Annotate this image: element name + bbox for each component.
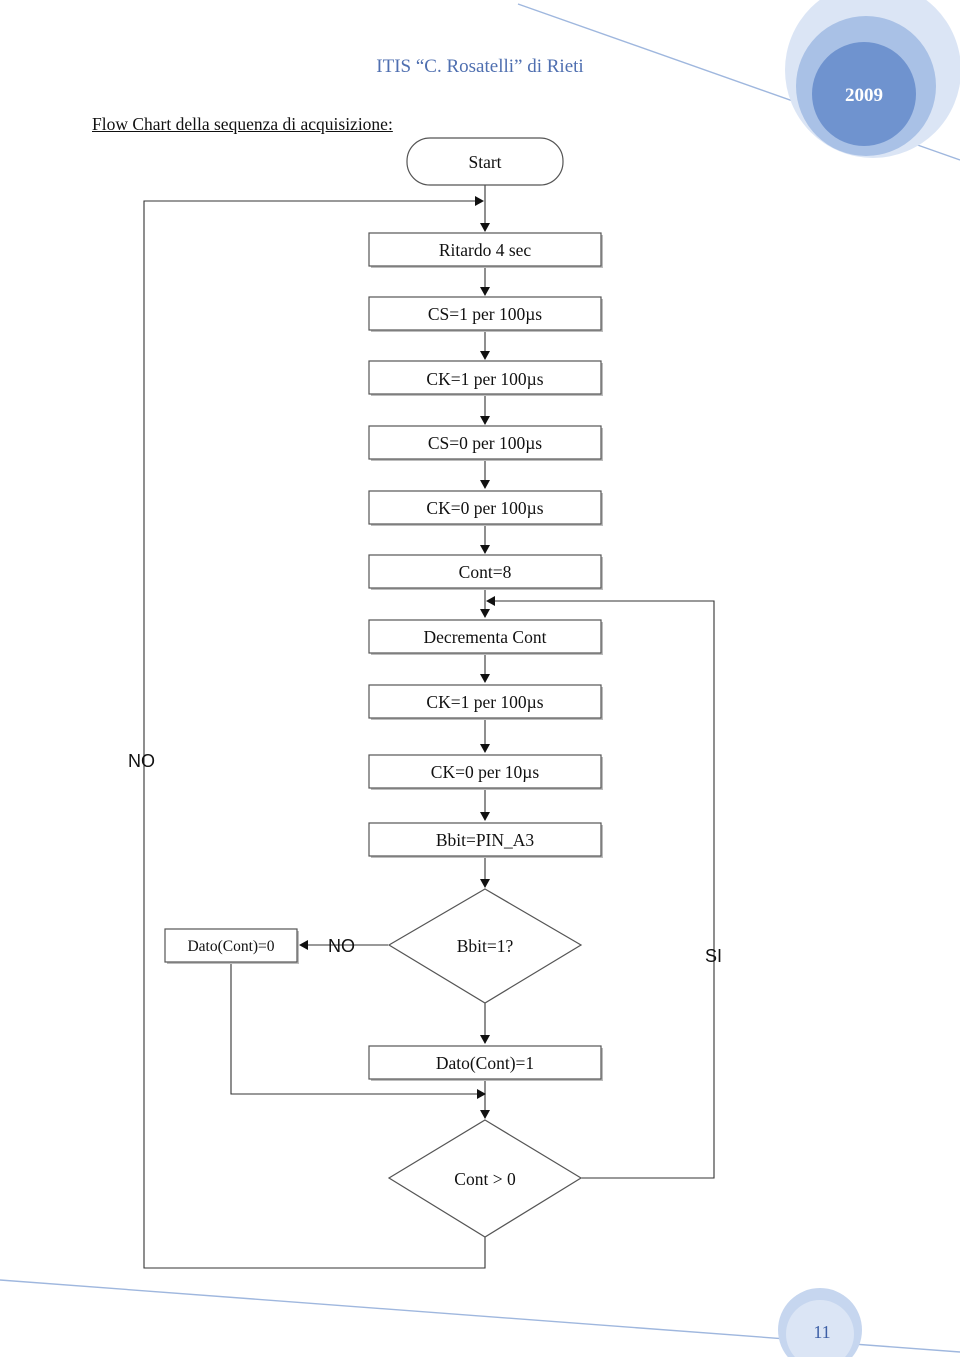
process-cont8-label: Cont=8 — [459, 562, 512, 582]
process-dato1-label: Dato(Cont)=1 — [436, 1053, 534, 1073]
decision-cont: Cont > 0 — [387, 1119, 583, 1238]
process-ck1b: CK=1 per 100µs — [368, 684, 603, 720]
start-label: Start — [468, 152, 501, 172]
label-no-branch: NO — [328, 936, 355, 956]
start-terminal — [406, 137, 564, 186]
flowchart-connectors — [143, 185, 715, 1269]
process-ck1-label: CK=1 per 100µs — [426, 369, 543, 389]
process-cs0: CS=0 per 100µs — [368, 425, 603, 461]
header-year-badge: 2009 — [845, 85, 883, 106]
label-no-outer: NO — [128, 751, 155, 771]
decision-bbit1: Bbit=1? — [387, 888, 583, 1004]
decision-bbit1-label: Bbit=1? — [457, 936, 514, 956]
process-ck0-label: CK=0 per 100µs — [426, 498, 543, 518]
process-ck1: CK=1 per 100µs — [368, 360, 603, 396]
process-decrementa: Decrementa Cont — [368, 619, 603, 655]
process-ritardo: Ritardo 4 sec — [368, 232, 603, 268]
page-title: Flow Chart della sequenza di acquisizion… — [92, 114, 393, 134]
process-bbit: Bbit=PIN_A3 — [368, 822, 603, 858]
process-dato1: Dato(Cont)=1 — [368, 1045, 603, 1081]
process-decrementa-label: Decrementa Cont — [424, 627, 547, 647]
footer-circle-inner — [786, 1300, 854, 1357]
header-circle-inner — [812, 42, 916, 146]
process-dato0: Dato(Cont)=0 — [164, 928, 299, 964]
header-school-name: ITIS “C. Rosatelli” di Rieti — [376, 56, 584, 77]
process-cont8: Cont=8 — [368, 554, 603, 590]
process-ck0b: CK=0 per 10µs — [368, 754, 603, 790]
process-ck0b-label: CK=0 per 10µs — [431, 762, 540, 782]
process-bbit-label: Bbit=PIN_A3 — [436, 830, 535, 850]
process-ck0: CK=0 per 100µs — [368, 490, 603, 526]
process-dato0-label: Dato(Cont)=0 — [187, 938, 274, 955]
process-cs1: CS=1 per 100µs — [368, 296, 603, 332]
process-ck1b-label: CK=1 per 100µs — [426, 692, 543, 712]
page-number: 11 — [813, 1321, 831, 1342]
process-cs0-label: CS=0 per 100µs — [428, 433, 542, 453]
label-si: SI — [705, 946, 722, 966]
decision-cont-label: Cont > 0 — [454, 1169, 516, 1189]
process-ritardo-label: Ritardo 4 sec — [439, 240, 532, 260]
process-cs1-label: CS=1 per 100µs — [428, 304, 542, 324]
